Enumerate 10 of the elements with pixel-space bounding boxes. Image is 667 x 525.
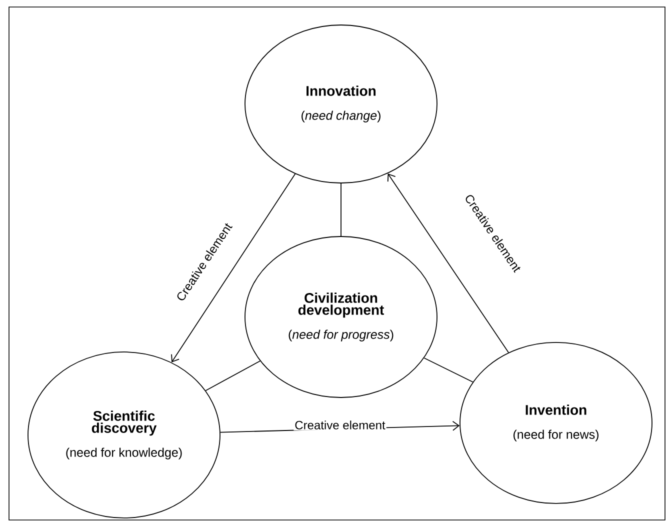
ellipse-node: Civilization development (need for progress) [244,236,438,398]
ellipse-node: Invention (need for news) [460,342,652,504]
connector [171,173,296,362]
ellipse-node: Innovation (need change) [244,24,438,184]
connector [205,360,261,392]
connector [340,183,342,236]
ellipse-node: Scientific discovery (need for knowledge) [28,352,220,518]
connector [424,358,474,382]
edge-label: Creative element [294,420,386,430]
connector [387,173,509,353]
